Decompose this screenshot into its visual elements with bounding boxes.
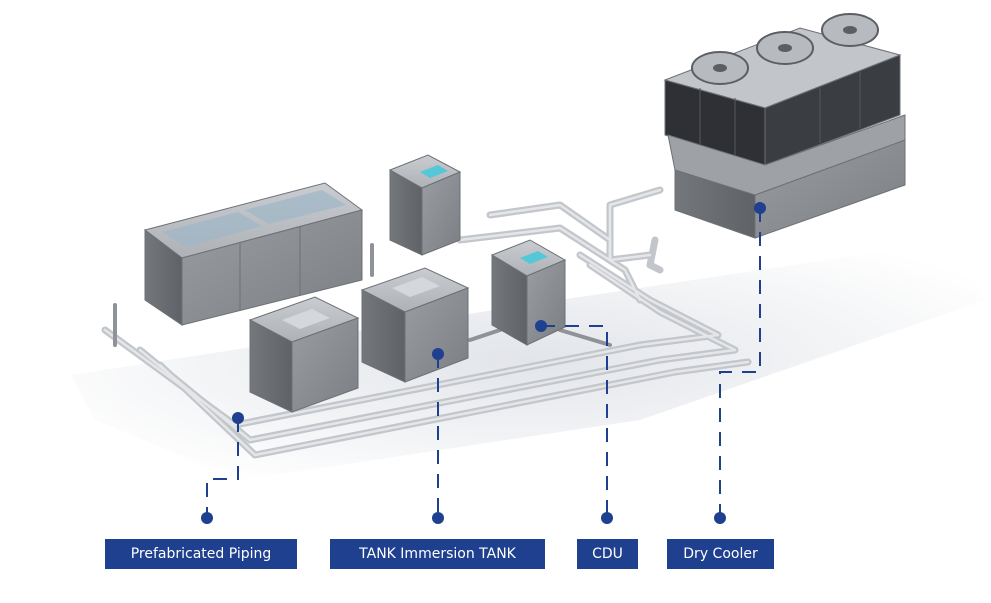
- floor-shadow: [70, 240, 985, 480]
- marker-dot-icon: [432, 512, 444, 524]
- immersion-tank-2: [360, 267, 470, 383]
- callout-markers: [201, 202, 766, 524]
- label-prefabricated-piping: Prefabricated Piping: [105, 539, 297, 569]
- fan-icon: [756, 31, 814, 65]
- label-dry-cooler: Dry Cooler: [667, 539, 774, 569]
- display-screen-icon: [420, 165, 448, 178]
- marker-dot-icon: [201, 512, 213, 524]
- marker-dot-icon: [232, 412, 244, 424]
- leader-dry-cooler: [719, 208, 761, 518]
- immersion-tank-1: [248, 296, 360, 413]
- fan-icon: [821, 13, 879, 47]
- label-cdu: CDU: [577, 539, 638, 569]
- tall-cabinet: [388, 154, 462, 256]
- leader-cdu: [541, 325, 608, 518]
- marker-dot-icon: [601, 512, 613, 524]
- marker-dot-icon: [714, 512, 726, 524]
- storage-tank-long: [143, 182, 364, 326]
- dry-cooler-unit: [663, 13, 906, 239]
- display-screen-icon: [520, 251, 548, 264]
- marker-dot-icon: [535, 320, 547, 332]
- callout-leaders: [206, 208, 761, 518]
- label-immersion-tank: TANK Immersion TANK: [330, 539, 545, 569]
- leader-prefabricated-piping: [206, 418, 239, 518]
- marker-dot-icon: [754, 202, 766, 214]
- fan-icon: [691, 51, 749, 85]
- cdu-unit: [490, 239, 567, 346]
- piping-network: [101, 186, 752, 459]
- marker-dot-icon: [432, 348, 444, 360]
